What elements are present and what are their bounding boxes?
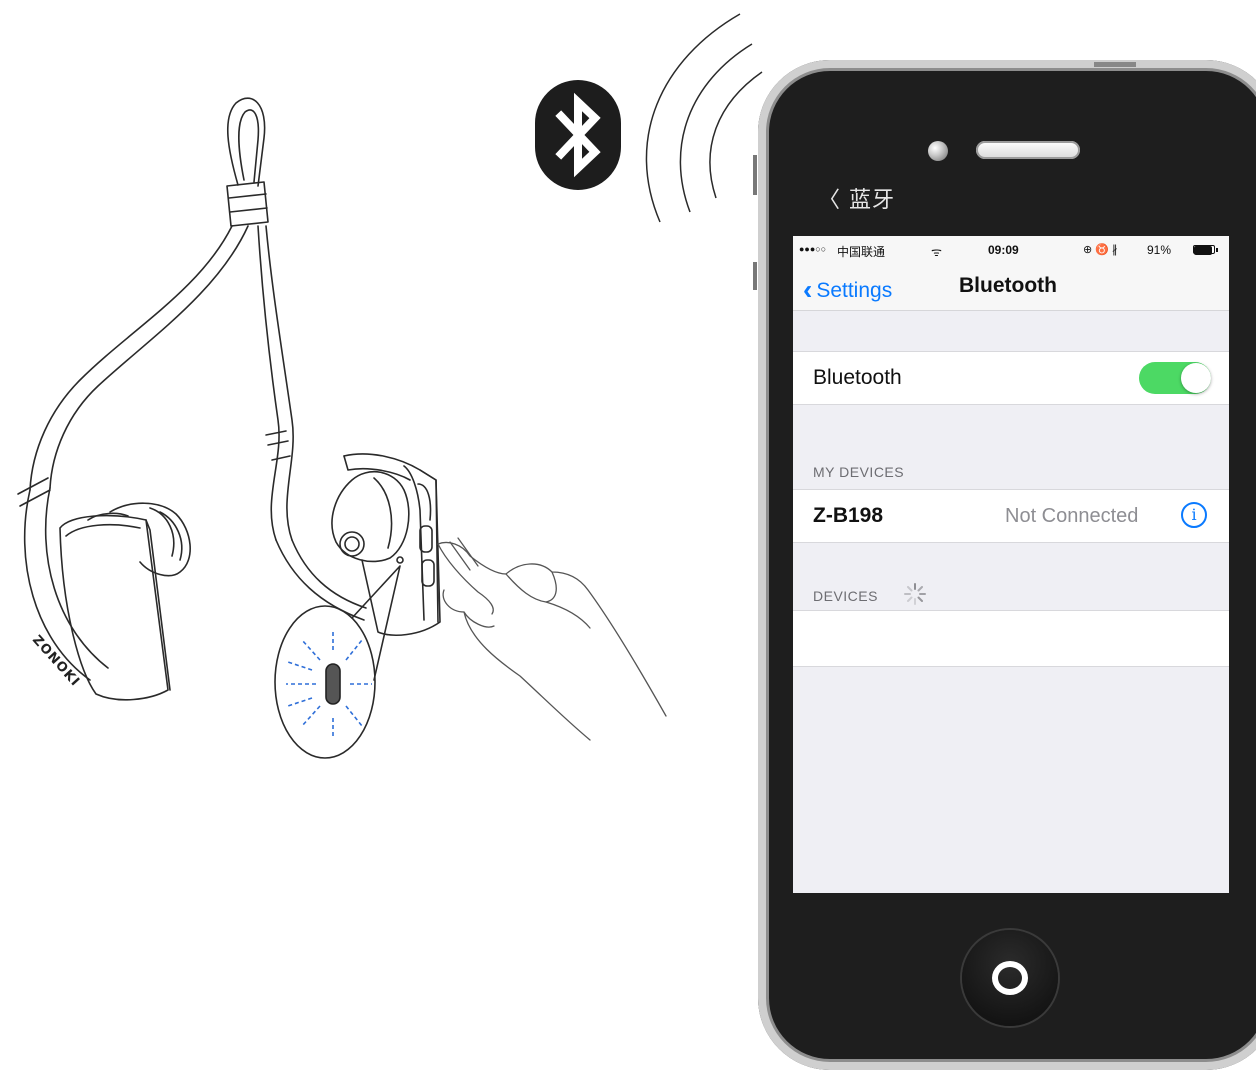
volume-button	[753, 262, 757, 290]
bluetooth-toggle-row: Bluetooth	[793, 351, 1229, 405]
status-time: 09:09	[988, 243, 1019, 257]
device-row[interactable]: Z-B198 Not Connected i	[793, 489, 1229, 543]
front-camera	[928, 141, 948, 161]
devices-header: DEVICES	[813, 588, 878, 604]
battery-icon	[1193, 245, 1215, 254]
back-button[interactable]: ‹Settings	[803, 272, 892, 304]
devices-list-empty	[793, 610, 1229, 667]
my-devices-header: MY DEVICES	[813, 464, 904, 480]
page-title: Bluetooth	[959, 274, 1057, 298]
nav-bar: ‹Settings Bluetooth	[793, 262, 1229, 311]
chevron-left-icon: ‹	[803, 274, 812, 306]
battery-nub	[1216, 248, 1218, 252]
mute-switch	[753, 155, 757, 195]
back-label: Settings	[816, 279, 892, 302]
battery-fill	[1194, 246, 1212, 255]
device-status: Not Connected	[1005, 505, 1138, 528]
carrier-name: 中国联通	[837, 243, 885, 260]
info-icon[interactable]: i	[1181, 502, 1207, 528]
signal-strength: ●●●○○	[799, 244, 826, 254]
bluetooth-icon	[535, 80, 621, 190]
home-ring-icon	[992, 961, 1028, 995]
status-icons: ⊕ ♉ ∦	[1083, 243, 1118, 256]
battery-percent: 91%	[1147, 243, 1171, 257]
status-bar: ●●●○○ 中国联通 ᯤ 09:09 ⊕ ♉ ∦ 91%	[793, 236, 1229, 262]
home-button[interactable]	[962, 930, 1058, 1026]
loading-spinner-icon	[903, 582, 927, 606]
power-button	[1094, 62, 1136, 67]
wifi-icon: ᯤ	[931, 243, 942, 260]
bluetooth-toggle[interactable]	[1139, 362, 1211, 394]
device-name: Z-B198	[813, 504, 883, 528]
earpiece-speaker	[976, 141, 1080, 159]
phone-caption: 〈 蓝牙	[818, 182, 895, 214]
phone-screen: ●●●○○ 中国联通 ᯤ 09:09 ⊕ ♉ ∦ 91% ‹Settings B…	[793, 236, 1229, 893]
bluetooth-label: Bluetooth	[813, 366, 902, 390]
toggle-knob	[1181, 363, 1211, 393]
